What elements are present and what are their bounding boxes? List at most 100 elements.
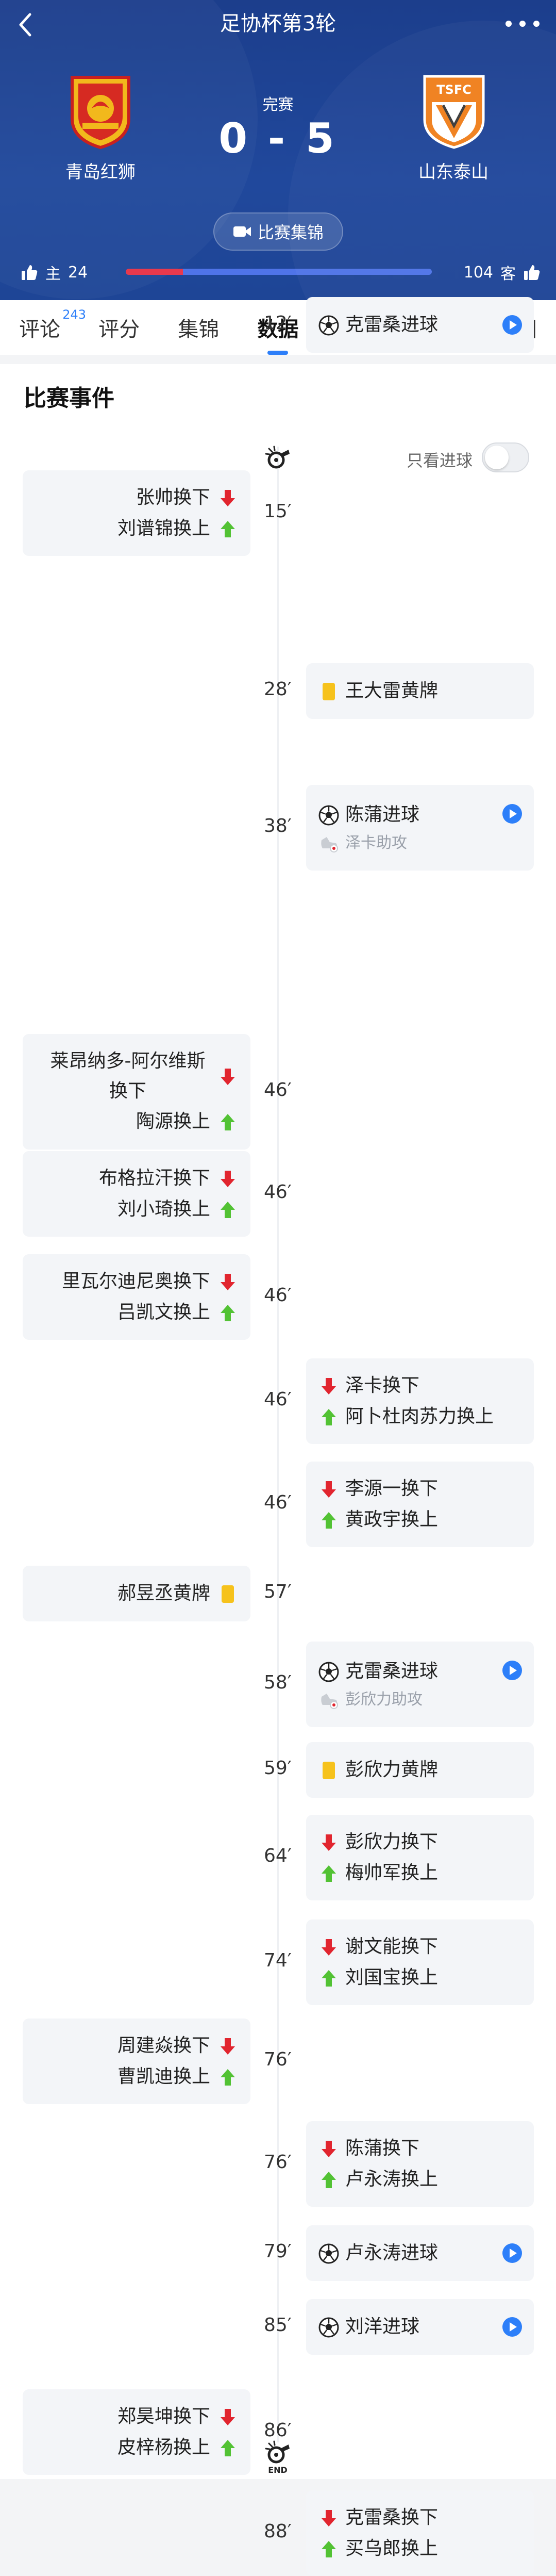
tab-highlights[interactable]: 集锦 — [178, 318, 220, 341]
away-event-card: 王大雷黄牌 — [306, 663, 534, 719]
sub-off-arrow-icon — [217, 1168, 238, 1189]
assist-text: 彭欣力助攻 — [345, 1691, 423, 1709]
tab-data[interactable]: 数据 — [254, 313, 301, 355]
match-status: 完赛 — [262, 96, 294, 114]
event-minute: 79′ — [264, 2241, 292, 2262]
away-vote-label: 客 — [500, 265, 516, 283]
event-text: 克雷桑进球 — [345, 1661, 439, 1682]
event-text: 刘国宝换上 — [345, 1967, 439, 1988]
event-row: 皮梓杨换上 — [117, 2432, 238, 2463]
event-text: 谢文能换下 — [345, 1936, 439, 1957]
sub-on-arrow-icon — [318, 1863, 339, 1883]
event-row: 王大雷黄牌 — [318, 676, 521, 707]
play-video-icon[interactable] — [502, 803, 523, 824]
away-team-logo: TSFC — [423, 75, 485, 149]
goals-only-toggle[interactable] — [482, 442, 529, 472]
away-vote-count: 104 — [463, 263, 493, 282]
play-video-icon[interactable] — [502, 1660, 523, 1681]
home-event-card: 莱昂纳多-阿尔维斯换下陶源换上 — [23, 1034, 250, 1150]
event-text: 吕凯文换上 — [117, 1302, 210, 1323]
event-text: 黄政宇换上 — [345, 1509, 439, 1530]
home-vote-fill — [126, 269, 183, 275]
play-video-icon[interactable] — [502, 2317, 523, 2337]
soccer-ball-icon — [318, 2317, 339, 2338]
event-minute: 76′ — [264, 2049, 292, 2070]
sub-on-arrow-icon — [217, 518, 238, 539]
away-event-card[interactable]: 克雷桑进球 — [306, 297, 534, 353]
event-text: 张帅换下 — [136, 487, 210, 508]
event-minute: 59′ — [264, 1758, 292, 1779]
sub-off-arrow-icon — [318, 1937, 339, 1957]
timeline-line — [277, 447, 279, 2442]
comments-count-badge: 243 — [62, 307, 87, 322]
event-text: 陈蒲换下 — [345, 2138, 420, 2159]
event-minute: 58′ — [264, 1672, 292, 1693]
whistle-icon — [265, 2440, 290, 2464]
sub-on-arrow-icon — [217, 1111, 238, 1132]
event-row: 刘谱锦换上 — [117, 513, 238, 544]
event-text: 卢永涛换上 — [345, 2169, 439, 2190]
event-text: 刘小琦换上 — [117, 1199, 210, 1220]
home-event-card: 郝昱丞黄牌 — [23, 1566, 250, 1621]
event-row: 曹凯迪换上 — [117, 2061, 238, 2092]
away-event-card: 谢文能换下刘国宝换上 — [306, 1919, 534, 2005]
away-event-card: 彭欣力换下梅帅军换上 — [306, 1815, 534, 1900]
event-minute: 28′ — [264, 679, 292, 700]
home-event-card: 周建焱换下曹凯迪换上 — [23, 2019, 250, 2104]
event-row: 吕凯文换上 — [117, 1297, 238, 1328]
event-row: 克雷桑换下 — [318, 2502, 521, 2533]
event-row: 刘洋进球 — [318, 2311, 521, 2342]
away-event-card[interactable]: 陈蒲进球泽卡助攻 — [306, 785, 534, 871]
event-row: 郑昊坤换下 — [117, 2401, 238, 2432]
event-text: 陈蒲进球 — [345, 804, 420, 825]
home-event-card: 张帅换下刘谱锦换上 — [23, 470, 250, 556]
sub-on-arrow-icon — [217, 1199, 238, 1220]
match-score: 0 - 5 — [218, 114, 338, 162]
event-text: 刘洋进球 — [345, 2316, 420, 2337]
home-event-card: 布格拉汗换下刘小琦换上 — [23, 1151, 250, 1237]
tab-ratings[interactable]: 评分 — [98, 318, 140, 341]
svg-text:TSFC: TSFC — [436, 83, 471, 97]
highlights-button[interactable]: 比赛集锦 — [213, 212, 343, 251]
event-text: 里瓦尔迪尼奥换下 — [61, 1271, 210, 1292]
play-video-icon[interactable] — [502, 2243, 523, 2263]
page-title: 足协杯第3轮 — [220, 12, 336, 36]
event-text: 郑昊坤换下 — [117, 2406, 210, 2427]
event-text: 曹凯迪换上 — [117, 2066, 210, 2087]
away-event-card[interactable]: 刘洋进球 — [306, 2299, 534, 2355]
vote-ratio-bar — [126, 269, 432, 275]
sub-off-arrow-icon — [217, 2406, 238, 2427]
away-event-card: 彭欣力黄牌 — [306, 1742, 534, 1798]
away-event-card[interactable]: 克雷桑进球彭欣力助攻 — [306, 1642, 534, 1727]
event-minute: 15′ — [264, 501, 292, 522]
assist-shoe-icon — [318, 833, 339, 854]
event-row: 周建焱换下 — [117, 2030, 238, 2061]
event-row: 李源一换下 — [318, 1473, 521, 1504]
event-minute: 57′ — [264, 1581, 292, 1602]
event-minute: 46′ — [264, 1182, 292, 1203]
highlights-label: 比赛集锦 — [257, 223, 324, 242]
home-event-card: 郑昊坤换下皮梓杨换上 — [23, 2389, 250, 2475]
home-team-name[interactable]: 青岛红狮 — [65, 162, 136, 183]
away-event-card[interactable]: 卢永涛进球 — [306, 2225, 534, 2281]
event-row: 克雷桑进球 — [318, 1656, 521, 1687]
away-vote[interactable]: 104 客 — [464, 258, 541, 287]
match-header: 足协杯第3轮 青岛红狮 TSFC 山东泰山 完赛 0 - 5 比赛集锦 主 24… — [0, 0, 556, 300]
back-arrow-icon[interactable] — [15, 10, 36, 39]
away-event-card: 泽卡换下阿卜杜肉苏力换上 — [306, 1358, 534, 1444]
play-video-icon[interactable] — [502, 315, 523, 335]
event-row: 克雷桑进球 — [318, 309, 521, 340]
event-text: 梅帅军换上 — [345, 1862, 439, 1883]
sub-on-arrow-icon — [318, 1509, 339, 1530]
event-row: 阿卜杜肉苏力换上 — [318, 1401, 521, 1432]
sub-on-arrow-icon — [318, 1967, 339, 1988]
event-minute: 46′ — [264, 1079, 292, 1101]
away-team-name[interactable]: 山东泰山 — [418, 162, 488, 183]
event-row: 莱昂纳多-阿尔维斯换下 — [45, 1046, 238, 1106]
more-options-icon[interactable] — [506, 13, 540, 34]
sub-on-arrow-icon — [318, 2538, 339, 2559]
event-text: 王大雷黄牌 — [345, 680, 439, 701]
home-vote[interactable]: 主 24 — [21, 258, 88, 287]
